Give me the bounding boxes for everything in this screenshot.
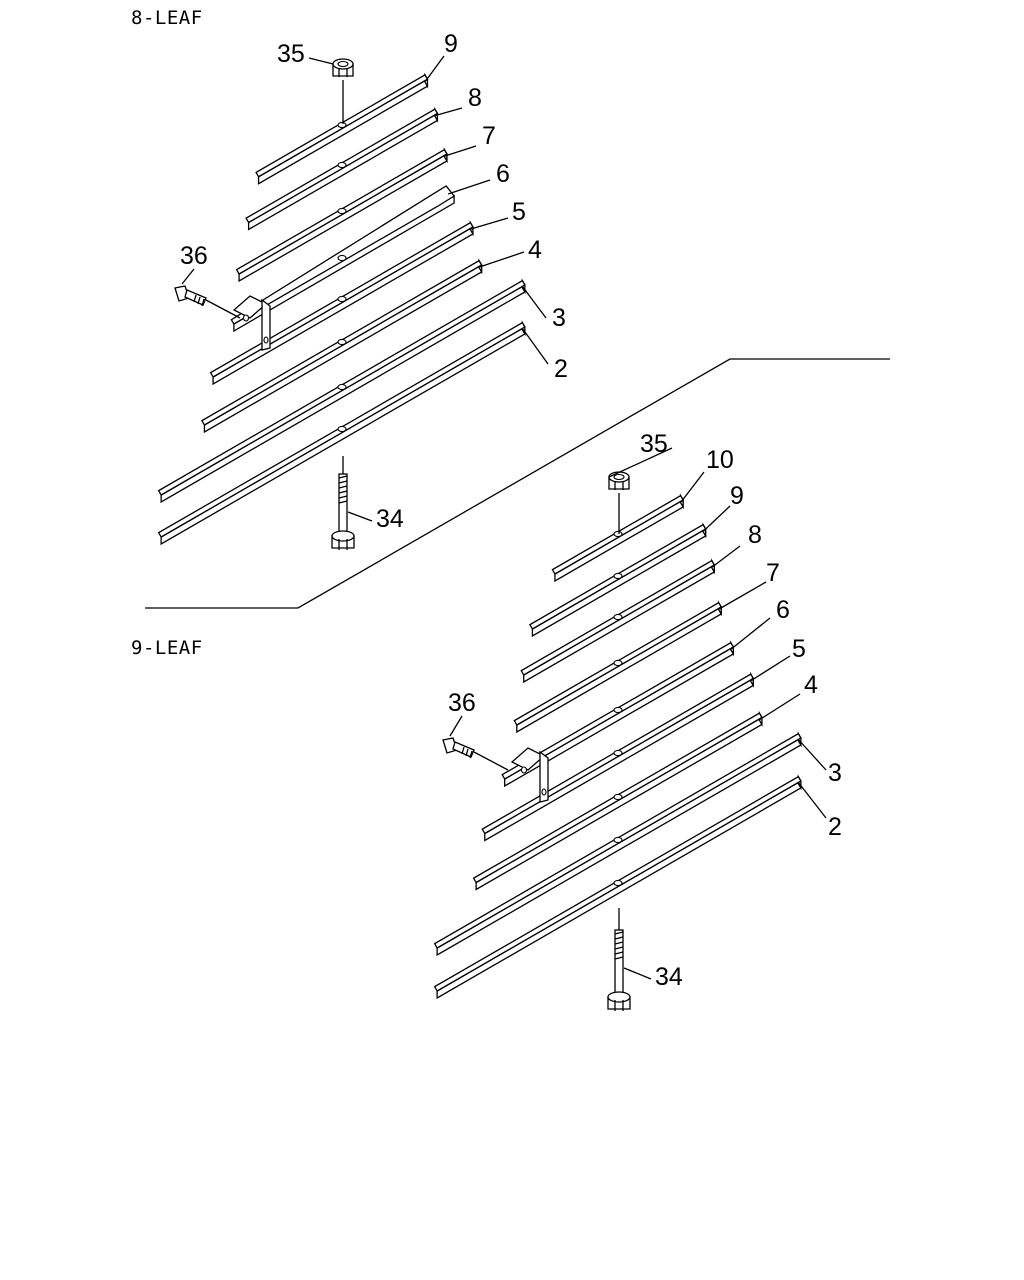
leaf-2-callout: 2 (828, 813, 842, 841)
leaf-5 (481, 671, 755, 842)
clip-bolt-line (205, 299, 241, 319)
center-bolt-34 (331, 473, 355, 550)
leaf-7-leader (444, 145, 477, 157)
leaf-8-callout: 8 (748, 521, 762, 549)
leaf-7 (235, 147, 448, 283)
leaf-10-callout: 10 (706, 446, 734, 474)
clip-bolt-line (473, 751, 509, 771)
leaf-6 (230, 185, 456, 333)
leaf-6-callout: 6 (776, 596, 790, 624)
divider-line (145, 358, 890, 609)
center-bolt-34-leader (347, 511, 373, 522)
leaf-7-center-hole (613, 659, 623, 667)
nut-35-leader (308, 57, 334, 65)
leaf-3-callout: 3 (552, 304, 566, 332)
clip-bolt-36-leader (181, 268, 195, 285)
leaf-5-center-hole (337, 295, 347, 303)
leaf-9-center-hole (337, 121, 347, 129)
clip-bolt-36 (174, 285, 207, 307)
leaf-2-leader (522, 328, 549, 365)
leaf-9-center-hole (613, 572, 623, 580)
leaf-6-callout: 6 (496, 160, 510, 188)
clip-bolt-36 (442, 737, 475, 759)
leaf-8-leader (711, 545, 741, 568)
leaf-3-leader (522, 286, 547, 319)
center-bolt-34-leader (623, 967, 652, 980)
leaf-8-center-hole (613, 613, 623, 621)
leaf-3-leader (798, 739, 827, 771)
nut-35-callout: 35 (277, 40, 305, 68)
leaf-5-leader (750, 655, 791, 682)
leaf-2 (157, 320, 526, 546)
leaf-4 (201, 258, 483, 434)
nut-35 (608, 471, 630, 490)
leaf-9-leader (424, 55, 445, 82)
leaf-9-leader (703, 505, 731, 532)
leaf-4-center-hole (613, 793, 623, 801)
leaf-7 (513, 600, 723, 734)
leaf-6-leader (730, 617, 771, 650)
leaf-9-callout: 9 (444, 30, 458, 58)
leaf-6-leader (447, 179, 491, 195)
leaf-4 (472, 710, 763, 891)
leaf-8-leader (435, 107, 463, 117)
leaf-6-center-hole (337, 254, 347, 262)
center-bolt-34-callout: 34 (376, 505, 404, 533)
leaf-10 (551, 493, 684, 583)
rebound-clip (232, 295, 271, 351)
leaf-9 (255, 72, 429, 185)
rebound-clip (510, 747, 549, 803)
leaf-2-callout: 2 (554, 355, 568, 383)
leaf-10-leader (680, 471, 705, 503)
clip-bolt-36-callout: 36 (180, 242, 208, 270)
nut-35-callout: 35 (640, 430, 668, 458)
leaf-4-callout: 4 (804, 671, 818, 699)
leaf-5-center-hole (613, 749, 623, 757)
leaf-7-callout: 7 (482, 122, 496, 150)
leaf-3-center-hole (337, 383, 347, 391)
leaf-8 (245, 106, 439, 231)
leaf-7-callout: 7 (766, 559, 780, 587)
leaf-3-callout: 3 (828, 759, 842, 787)
leaf-5 (209, 220, 474, 386)
leaf-2-center-hole (613, 879, 623, 887)
leaf-3-center-hole (613, 836, 623, 844)
leaf-9 (529, 522, 707, 638)
leaf-5-callout: 5 (792, 635, 806, 663)
leaf-2-center-hole (337, 425, 347, 433)
leaf-10-center-hole (613, 530, 623, 538)
leaf-8-center-hole (337, 161, 347, 169)
nut-35 (332, 58, 354, 77)
center-bolt-34 (607, 929, 631, 1011)
leaf-4-leader (759, 693, 801, 721)
leaf-4-center-hole (337, 338, 347, 346)
leaf-3 (433, 731, 802, 957)
leaf-4-edge (203, 263, 483, 434)
leaf-2 (433, 774, 802, 1000)
leaf-9-callout: 9 (730, 482, 744, 510)
leaf-5-callout: 5 (512, 198, 526, 226)
leaf-5-leader (470, 217, 509, 230)
leaf-8-callout: 8 (468, 84, 482, 112)
clip-bolt-36-callout: 36 (448, 689, 476, 717)
caption-8-leaf: 8-LEAF (131, 7, 203, 29)
clip-bolt-36-leader (449, 715, 463, 737)
leaf-3 (157, 278, 526, 504)
leaf-8 (520, 558, 716, 684)
leaf-7-center-hole (337, 207, 347, 215)
leaf-4-callout: 4 (528, 236, 542, 264)
nut-35-leader (608, 447, 673, 478)
leaf-7-leader (718, 581, 767, 610)
leaf-4-leader (479, 251, 525, 268)
center-bolt-34-callout: 34 (655, 963, 683, 991)
leaf-2-leader (798, 782, 827, 819)
leaf-4-edge (475, 716, 763, 891)
leaf-6-center-hole (613, 706, 623, 714)
caption-9-leaf: 9-LEAF (131, 637, 203, 659)
